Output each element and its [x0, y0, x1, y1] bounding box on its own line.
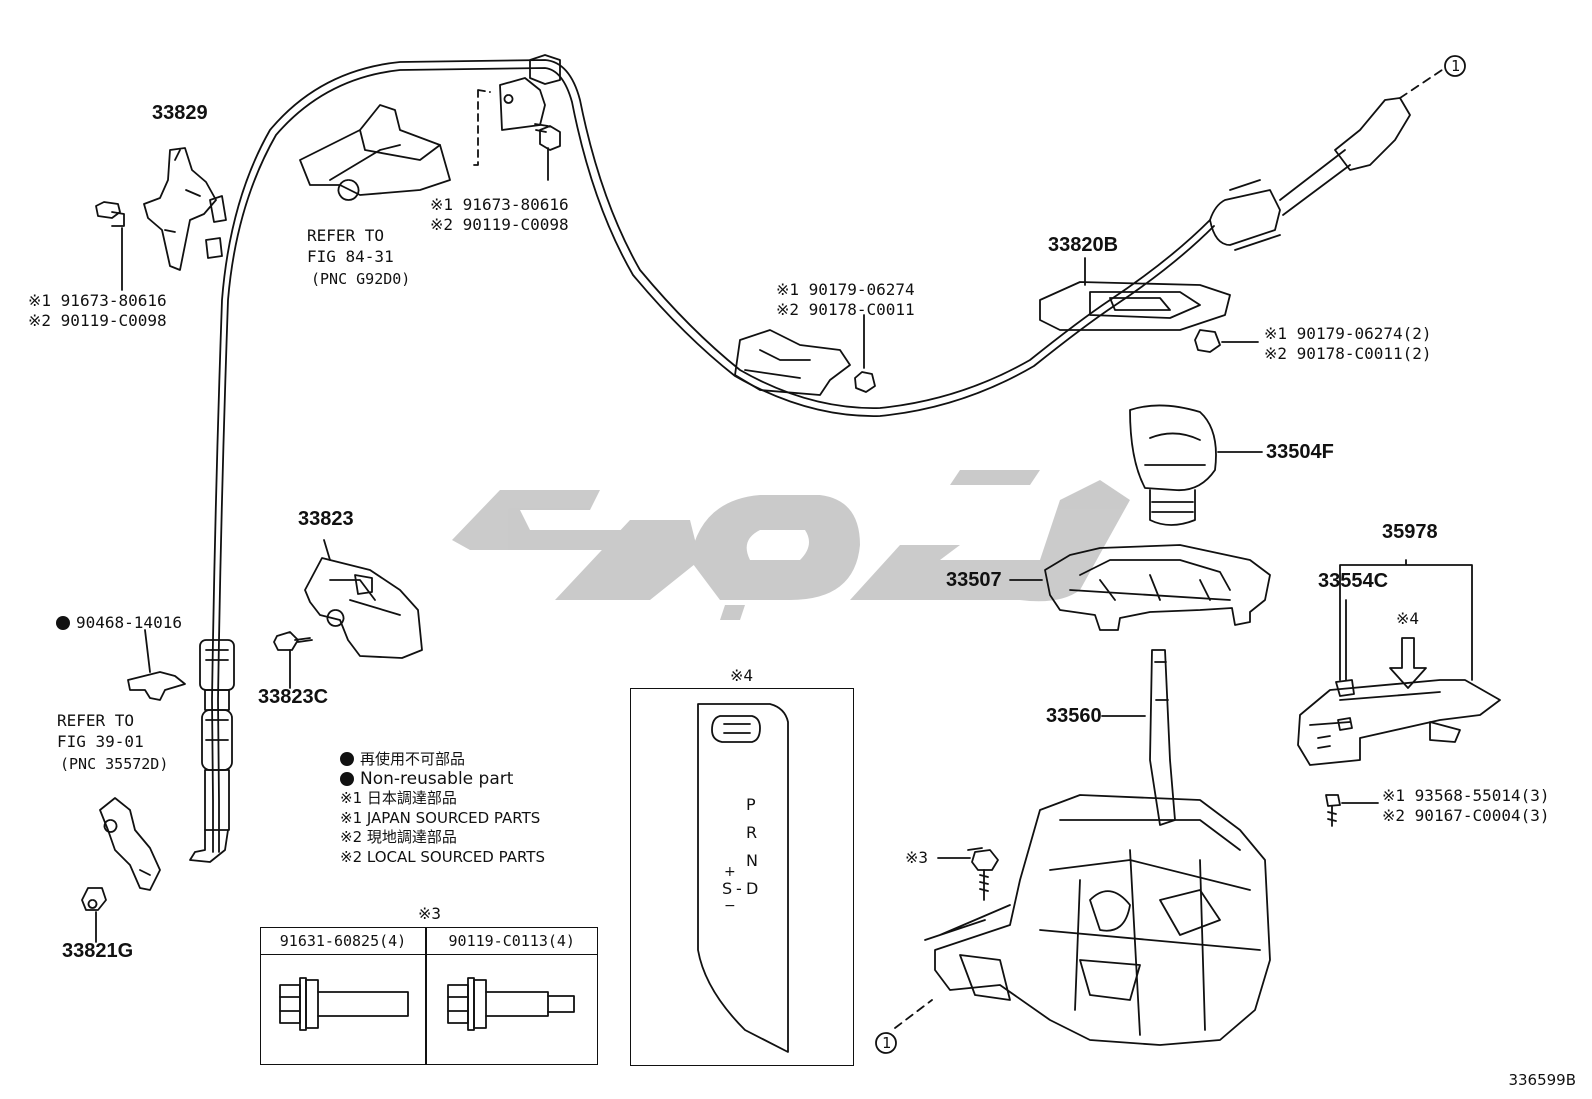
gate-plate [697, 703, 789, 1053]
indicator-35978 [1297, 559, 1501, 766]
legend-row-1: 再使用不可部品 [340, 750, 545, 770]
alt-part-left-2: ※2 90119-C0098 [28, 311, 167, 330]
non-reusable-bullet-icon [340, 752, 354, 766]
refer-fig-84-31-line1: REFER TO [307, 226, 385, 245]
gear-minus: − [724, 898, 736, 914]
shift-cable [211, 59, 1211, 853]
gear-dash: - [736, 879, 742, 898]
alt-part-bolt-1: ※1 93568-55014(3) [1382, 786, 1550, 805]
nut-33821g [81, 887, 107, 943]
bracket-fig-84-31 [299, 77, 546, 201]
alt-part-top-2: ※2 90119-C0098 [430, 215, 569, 234]
alt-part-left-1: ※1 91673-80616 [28, 291, 167, 310]
legend-row-3: ※1 日本調達部品 [340, 789, 457, 807]
gear-n: N [746, 851, 758, 870]
part-label-33554c: 33554C [1318, 570, 1389, 592]
alt-part-middle-1: ※1 90179-06274 [776, 280, 915, 299]
bracket-33823 [304, 539, 423, 659]
note4-detail-box [630, 688, 854, 1066]
note3-table: 91631-60825(4) 90119-C0113(4) [260, 927, 598, 1065]
part-label-33829: 33829 [152, 102, 208, 124]
alt-part-right-2: ※2 90178-C0011(2) [1264, 344, 1432, 363]
table-bolt-2 [447, 977, 575, 1031]
bolt-33823c [273, 631, 313, 689]
drawing-code: 336599B [1508, 1071, 1576, 1089]
knob-33504f [1129, 404, 1263, 526]
gear-s: S [722, 879, 733, 898]
bolt-top-middle [534, 123, 561, 181]
legend-row-4: ※1 JAPAN SOURCED PARTS [340, 808, 541, 827]
part-label-33507: 33507 [946, 569, 1002, 591]
refer-fig-39-01-line1: REFER TO [57, 711, 135, 730]
alt-part-middle-2: ※2 90178-C0011 [776, 300, 915, 319]
part-label-33823: 33823 [298, 508, 354, 530]
alt-part-top-1: ※1 91673-80616 [430, 195, 569, 214]
bolt-note3 [937, 847, 999, 901]
non-reusable-bullet-icon [56, 616, 70, 630]
circle-marker-top [1444, 55, 1466, 77]
legend-row-6: ※2 LOCAL SOURCED PARTS [340, 847, 545, 866]
base-assembly [894, 794, 1271, 1046]
refer-fig-84-31-line2: FIG 84-31 [307, 247, 394, 266]
refer-fig-39-01-line2: FIG 39-01 [57, 732, 144, 751]
table-bolt-1 [279, 977, 409, 1031]
clip-90468 [127, 629, 186, 701]
bracket-middle [734, 314, 876, 396]
circle-marker-top-label: 1 [1451, 57, 1461, 75]
note4-arrow-label: ※4 [1396, 609, 1420, 628]
part-label-33821g: 33821G [62, 940, 134, 962]
bracket-fig-39-01 [99, 797, 161, 891]
part-label-33504f: 33504F [1266, 441, 1334, 463]
circle-marker-bottom-label: 1 [882, 1034, 892, 1052]
note3-table-title: ※3 [418, 904, 442, 923]
note4-box-title: ※4 [730, 666, 754, 685]
legend: 再使用不可部品 Non-reusable part ※1 日本調達部品 ※1 J… [340, 750, 545, 867]
part-label-33820b: 33820B [1048, 234, 1119, 256]
watermark-logo [452, 470, 1130, 620]
non-reusable-bullet-icon [340, 771, 354, 786]
note3-table-col2: 90119-C0113(4) [426, 928, 597, 955]
refer-fig-84-31-line3: (PNC G92D0) [311, 270, 411, 288]
gear-r: R [746, 823, 758, 842]
alt-part-right-1: ※1 90179-06274(2) [1264, 324, 1432, 343]
part-label-90468: 90468-14016 [56, 614, 182, 632]
note3-callout: ※3 [905, 848, 929, 867]
cable-end-top-right [1209, 189, 1281, 246]
bolt-bottom-right [1325, 794, 1379, 827]
alt-part-bolt-2: ※2 90167-C0004(3) [1382, 806, 1550, 825]
gear-d: D [746, 879, 759, 898]
refer-fig-39-01-line3: (PNC 35572D) [60, 755, 169, 773]
legend-row-2: Non-reusable part [340, 769, 545, 790]
legend-row-5: ※2 現地調達部品 [340, 828, 457, 846]
gear-plus: + [724, 864, 736, 880]
note3-table-col1: 91631-60825(4) [261, 928, 425, 955]
part-label-35978: 35978 [1382, 521, 1438, 543]
gear-p: P [746, 795, 756, 814]
nut-right [1194, 329, 1259, 353]
part-label-33823c: 33823C [258, 686, 329, 708]
circle-marker-bottom [875, 1032, 897, 1054]
housing-33820b [1039, 257, 1231, 331]
bracket-33829 [95, 147, 217, 291]
bezel-33507 [1009, 544, 1271, 631]
part-label-33560: 33560 [1046, 705, 1102, 727]
